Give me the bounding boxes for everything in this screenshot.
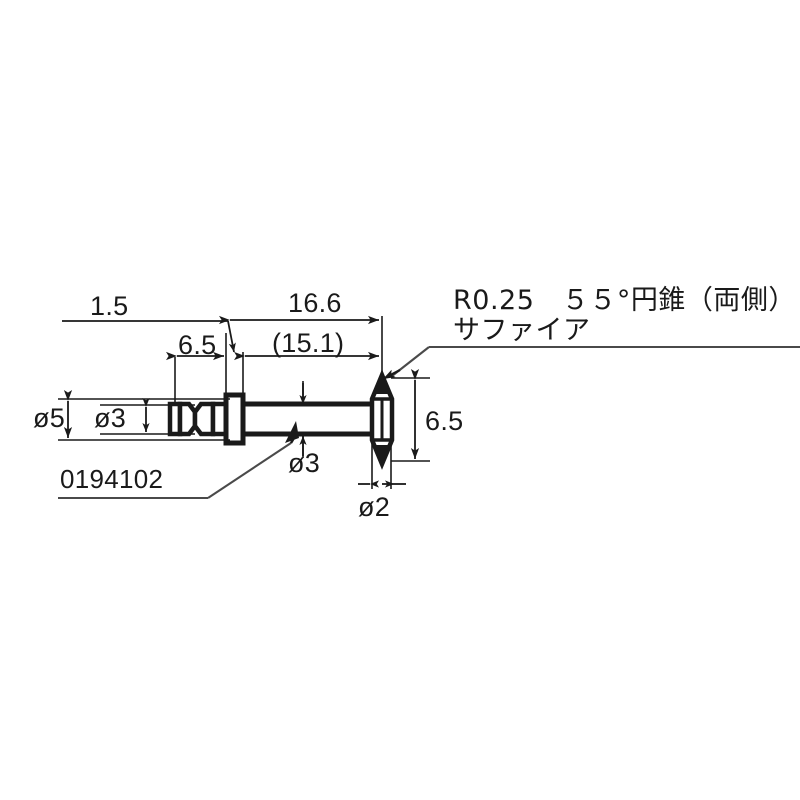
part-left-knob	[167, 401, 216, 437]
leader-sapphire-note	[391, 345, 800, 377]
dim-label-dia-shaft: ø3	[288, 448, 321, 478]
part-shaft	[240, 401, 379, 437]
dimline-collar-1-5	[62, 320, 236, 353]
part-sapphire-tip	[369, 369, 395, 470]
label-part-number: 0194102	[60, 464, 164, 494]
note-tip-spec-line1: R0.25 ５５°円錐（両側）	[453, 285, 796, 316]
leader-part-number	[58, 442, 292, 500]
dim-label-dia-tip: ø2	[358, 492, 391, 522]
dim-label-collar-1-5: 1.5	[90, 291, 129, 321]
dim-label-tip-height: 6.5	[425, 406, 464, 436]
dim-label-total-length: 16.6	[288, 288, 342, 318]
dim-label-dia-body: ø3	[94, 403, 127, 433]
dim-label-reference-length: (15.1)	[272, 328, 345, 358]
dimension-lines	[62, 315, 420, 488]
leader-lines	[58, 345, 800, 500]
note-tip-material-line2: サファイア	[453, 315, 591, 346]
dim-label-shoulder-length: 6.5	[178, 330, 217, 360]
part-collar	[223, 392, 246, 446]
dim-label-dia-head: ø5	[33, 403, 66, 433]
